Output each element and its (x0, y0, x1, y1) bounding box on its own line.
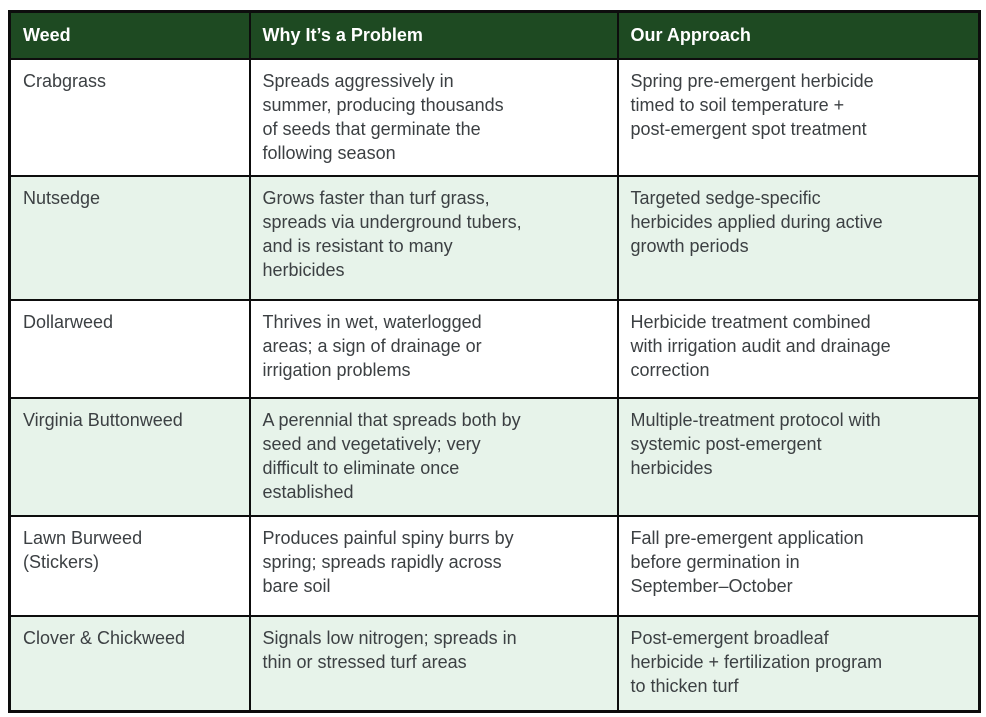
weed-control-table: Weed Why It’s a Problem Our Approach Cra… (8, 10, 981, 713)
cell-weed-name: Clover & Chickweed (8, 614, 251, 713)
cell-weed-name: Crabgrass (8, 57, 251, 177)
table-row: Crabgrass Spreads aggressively in summer… (8, 57, 981, 177)
cell-problem: Signals low nitrogen; spreads in thin or… (248, 614, 619, 713)
column-header-problem: Why It’s a Problem (248, 10, 619, 60)
table-row: Virginia Buttonweed A perennial that spr… (8, 396, 981, 517)
header-row: Weed Why It’s a Problem Our Approach (8, 10, 981, 60)
column-header-approach: Our Approach (616, 10, 981, 60)
cell-problem: Spreads aggressively in summer, producin… (248, 57, 619, 177)
cell-approach: Herbicide treatment combined with irriga… (616, 298, 981, 399)
cell-weed-name: Dollarweed (8, 298, 251, 399)
cell-weed-name: Lawn Burweed (Stickers) (8, 514, 251, 617)
table-row: Lawn Burweed (Stickers) Produces painful… (8, 514, 981, 617)
cell-problem: Grows faster than turf grass, spreads vi… (248, 174, 619, 301)
cell-approach: Fall pre-emergent application before ger… (616, 514, 981, 617)
table-row: Nutsedge Grows faster than turf grass, s… (8, 174, 981, 301)
column-header-weed: Weed (8, 10, 251, 60)
cell-approach: Post-emergent broadleaf herbicide + fert… (616, 614, 981, 713)
cell-problem: Thrives in wet, waterlogged areas; a sig… (248, 298, 619, 399)
table-row: Clover & Chickweed Signals low nitrogen;… (8, 614, 981, 713)
cell-problem: A perennial that spreads both by seed an… (248, 396, 619, 517)
cell-approach: Targeted sedge-specific herbicides appli… (616, 174, 981, 301)
table-row: Dollarweed Thrives in wet, waterlogged a… (8, 298, 981, 399)
cell-weed-name: Nutsedge (8, 174, 251, 301)
cell-weed-name: Virginia Buttonweed (8, 396, 251, 517)
cell-approach: Spring pre-emergent herbicide timed to s… (616, 57, 981, 177)
cell-approach: Multiple-treatment protocol with systemi… (616, 396, 981, 517)
cell-problem: Produces painful spiny burrs by spring; … (248, 514, 619, 617)
